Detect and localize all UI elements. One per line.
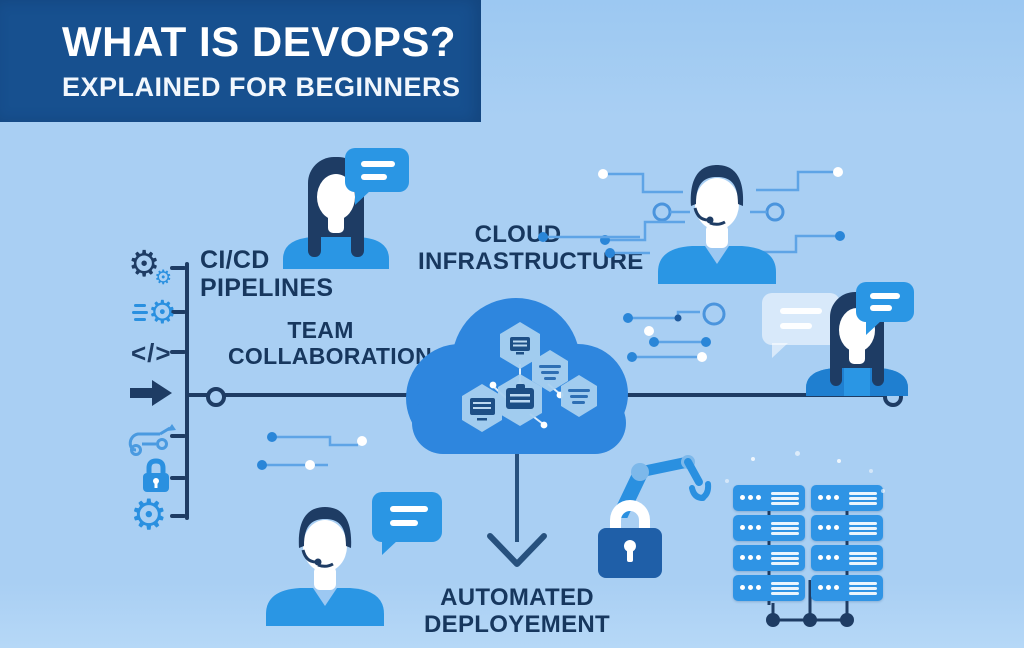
rail-tick [170, 350, 186, 354]
page-title: WHAT IS DEVOPS? [62, 18, 457, 65]
hexagon-glyphs [470, 337, 590, 421]
person-avatar-man-1 [658, 165, 776, 284]
timeline-node-left [206, 387, 226, 407]
build-gear-icon: ⚙ [132, 296, 177, 328]
speech-bubble [856, 282, 914, 335]
server-unit [733, 575, 805, 601]
server-unit [811, 575, 883, 601]
pipeline-route-icon [126, 420, 178, 463]
server-unit [811, 515, 883, 541]
page-subtitle: EXPLAINED FOR BEGINNERS [62, 72, 461, 102]
speech-bubble [345, 148, 409, 205]
speech-bubble [372, 492, 442, 555]
rail-tick [170, 310, 186, 314]
title-banner: WHAT IS DEVOPS? EXPLAINED FOR BEGINNERS [0, 0, 481, 122]
server-unit [811, 485, 883, 511]
speech-bubble-faint [762, 293, 840, 358]
circuit-trace-cloudlabel [538, 232, 650, 258]
gears-icon: ⚙⚙ [128, 243, 173, 289]
lock-icon [136, 456, 176, 501]
rail-tick [170, 434, 186, 438]
server-unit [811, 545, 883, 571]
circuit-trace-bottomleft [257, 432, 367, 470]
server-unit [733, 485, 805, 511]
person-avatar-man-2 [266, 507, 384, 626]
circuit-trace-topleft [598, 169, 690, 245]
arrow-right-icon [128, 378, 174, 413]
server-unit [733, 515, 805, 541]
rail-tick [170, 514, 186, 518]
deployment-flow-line [515, 452, 519, 542]
code-icon: </> [131, 338, 172, 368]
padlock-icon [598, 500, 662, 578]
circuit-trace-rightcloud [623, 302, 726, 362]
circuit-trace-topright [750, 167, 845, 254]
server-unit [733, 545, 805, 571]
cloud-icon [406, 298, 628, 454]
rail-line [185, 262, 189, 520]
rail-tick [170, 266, 186, 270]
rail-tick [170, 476, 186, 480]
gear-icon: ⚙ [130, 491, 168, 538]
server-racks [725, 451, 893, 645]
down-arrow-icon [487, 533, 547, 567]
